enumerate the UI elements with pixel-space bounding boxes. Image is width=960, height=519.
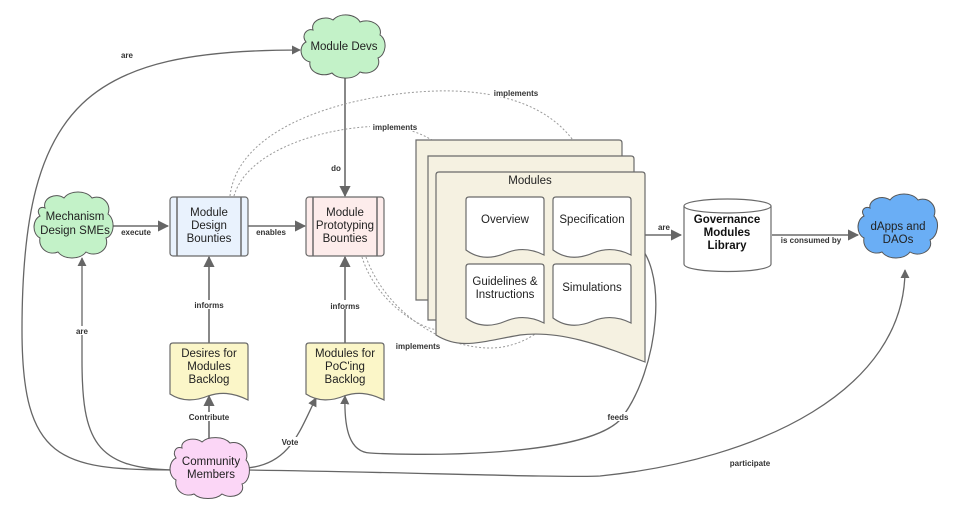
node-modules-stack[interactable]: Modules Overview Specification Guideline… [415, 139, 646, 363]
label-execute: execute [121, 228, 151, 237]
label-participate: participate [730, 459, 771, 468]
label: Overview [481, 214, 530, 226]
edge-are-smes [77, 257, 173, 471]
label-line-3: Backlog [325, 374, 366, 386]
doc-overview[interactable]: Overview [465, 196, 545, 258]
label-are-left: are [76, 327, 89, 336]
modules-title: Modules [508, 175, 552, 187]
label-feeds: feeds [608, 413, 629, 422]
doc-guidelines[interactable]: Guidelines & Instructions [465, 263, 545, 326]
label-line-2: Modules [704, 227, 751, 239]
label-are-top: are [121, 51, 134, 60]
node-module-design-bounties[interactable]: Module Design Bounties [169, 196, 249, 257]
node-mechanism-design-smes[interactable]: Mechanism Design SMEs [33, 191, 114, 259]
node-dapps-daos[interactable]: dApps and DAOs [857, 193, 938, 259]
cloud-shape [33, 191, 114, 259]
label-are-library: are [658, 223, 671, 232]
label-line-2: PoC'ing [325, 361, 365, 373]
doc-specification[interactable]: Specification [552, 196, 632, 258]
edge-feeds [340, 239, 657, 455]
label-consumed-by: is consumed by [781, 236, 842, 245]
label-line-1: Governance [694, 214, 760, 226]
edge-labels: are are execute enables do informs infor… [73, 51, 842, 468]
label-line-1: dApps and [871, 221, 926, 233]
label: Simulations [562, 282, 622, 294]
label-line-3: Backlog [189, 374, 230, 386]
label-implements-spec: implements [494, 89, 539, 98]
label-line-2: Design SMEs [40, 225, 110, 237]
edge-are-module-devs [21, 45, 301, 471]
label-line-1: Module [190, 207, 228, 219]
label-line-3: Bounties [323, 233, 368, 245]
label-do: do [331, 164, 341, 173]
label-line-2: Prototyping [316, 220, 374, 232]
label-line-1: Community [182, 456, 240, 468]
doc-simulations[interactable]: Simulations [552, 263, 632, 326]
label-line-2: Modules [187, 361, 231, 373]
edge-implements-spec [229, 90, 596, 197]
label-line-2: DAOs [883, 234, 914, 246]
label-line-2: Members [187, 469, 235, 481]
cloud-shape [300, 14, 386, 79]
label-line-1: Mechanism [46, 211, 105, 223]
label-line-2: Instructions [476, 289, 535, 301]
label-vote: Vote [282, 438, 299, 447]
cloud-shape [169, 437, 250, 499]
node-desires-backlog[interactable]: Desires for Modules Backlog [169, 342, 249, 401]
node-module-prototyping-bounties[interactable]: Module Prototyping Bounties [305, 196, 385, 257]
label-line-1: Desires for [181, 348, 237, 360]
node-governance-library[interactable]: Governance Modules Library [683, 198, 772, 273]
edge-participate [245, 269, 910, 478]
label-enables: enables [256, 228, 286, 237]
label-implements-lower: implements [396, 342, 441, 351]
label-line-1: Modules for [315, 348, 375, 360]
label: Module Devs [310, 41, 377, 53]
label-line-2: Design [191, 220, 227, 232]
label-informs-proto: informs [330, 302, 360, 311]
label-implements-overview: implements [373, 123, 418, 132]
label-line-1: Guidelines & [472, 276, 538, 288]
node-poc-backlog[interactable]: Modules for PoC'ing Backlog [305, 342, 385, 401]
label-contribute: Contribute [189, 413, 230, 422]
label-line-3: Library [708, 240, 748, 252]
label: Specification [559, 214, 624, 226]
label-informs-design: informs [194, 301, 224, 310]
node-community-members[interactable]: Community Members [169, 437, 250, 499]
label-line-1: Module [326, 207, 364, 219]
node-module-devs[interactable]: Module Devs [300, 14, 386, 79]
label-line-3: Bounties [187, 233, 232, 245]
edge-vote [245, 397, 317, 469]
cloud-shape [857, 193, 938, 259]
